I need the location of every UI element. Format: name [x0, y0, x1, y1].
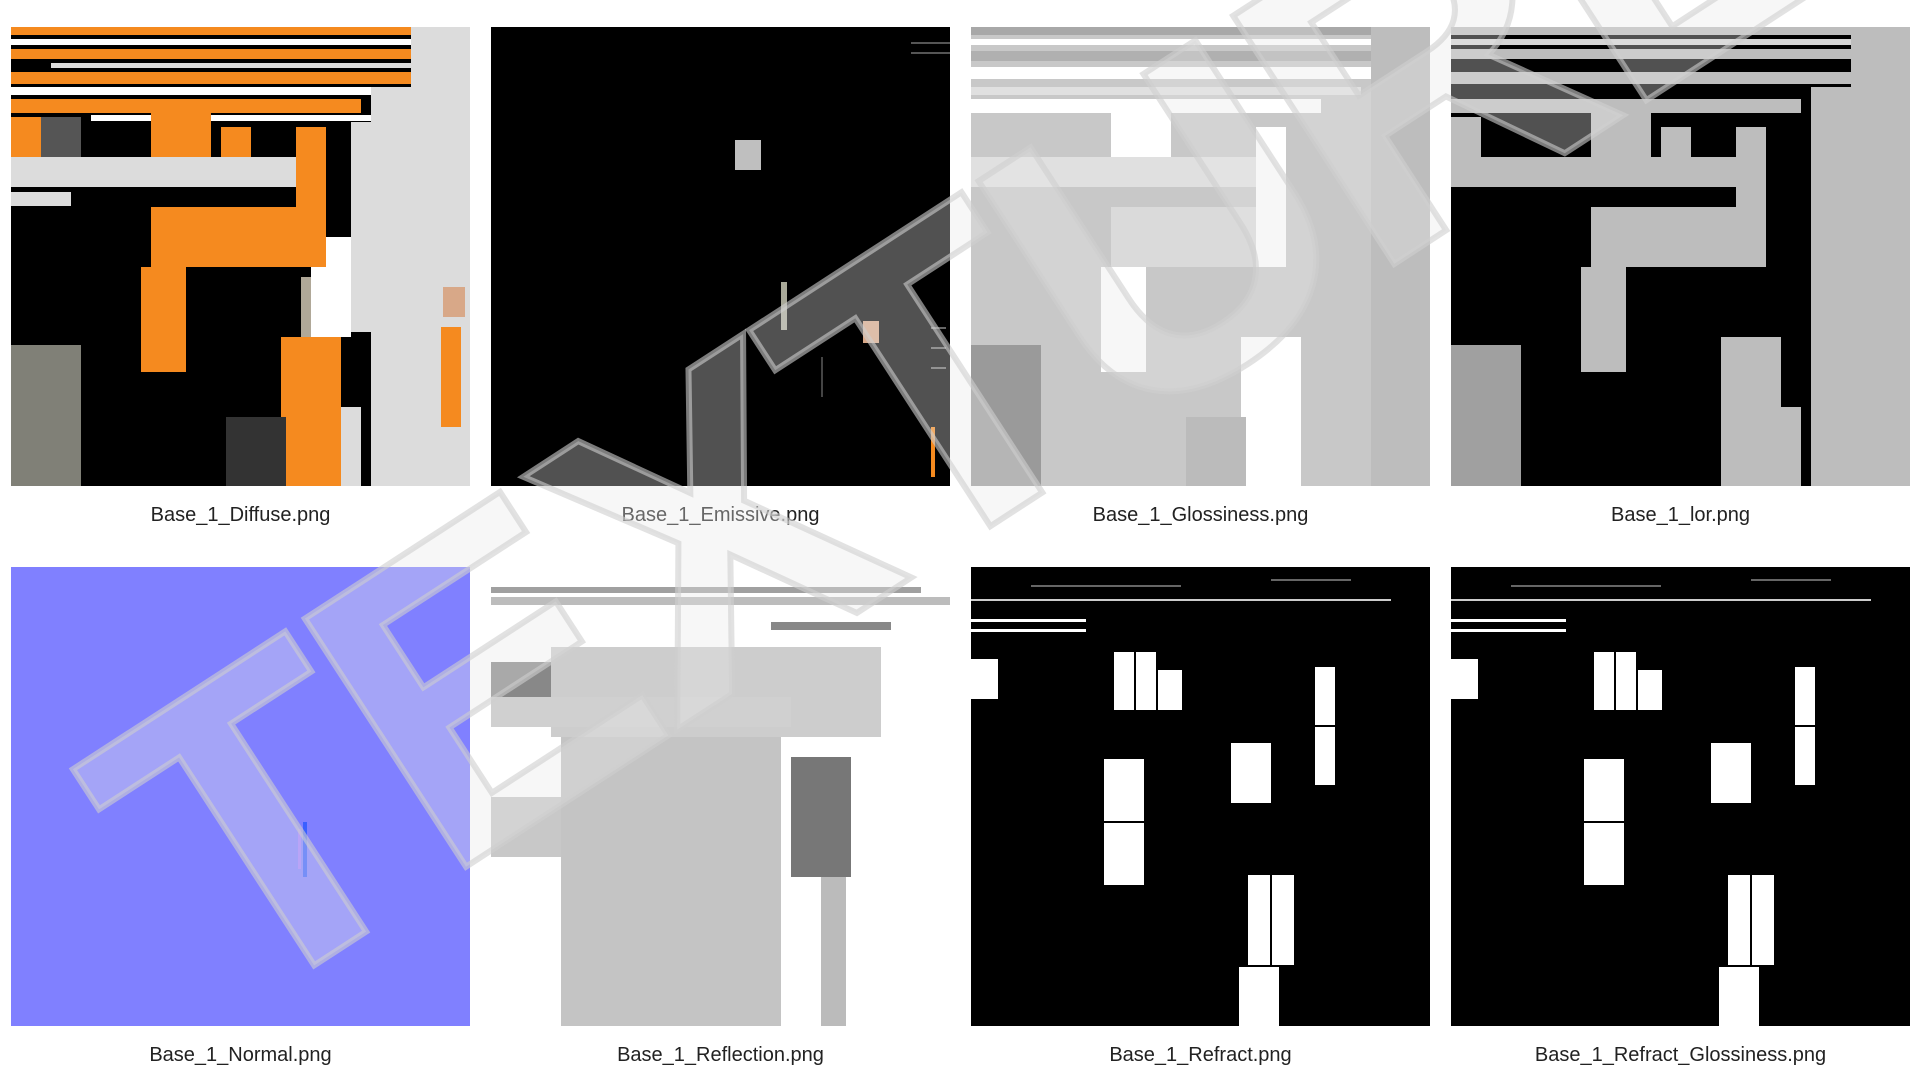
texture-filename-label: Base_1_Refract.png [1109, 1044, 1292, 1066]
texture-thumbnail-diffuse[interactable] [11, 27, 470, 486]
texture-filename-label: Base_1_Diffuse.png [150, 504, 331, 526]
refract-glossiness-texture-image [1451, 567, 1910, 1026]
texture-filename-label: Base_1_Normal.png [149, 1044, 332, 1066]
texture-thumbnail-emissive[interactable] [491, 27, 950, 486]
reflection-texture-image [491, 567, 950, 1026]
texture-filename-label: Base_1_Reflection.png [617, 1044, 824, 1066]
refract-texture-image [971, 567, 1430, 1026]
texture-filename-label: Base_1_Glossiness.png [1092, 504, 1309, 526]
texture-filename-label: Base_1_Refract_Glossiness.png [1534, 1044, 1827, 1066]
texture-thumbnail-refract[interactable] [971, 567, 1430, 1026]
texture-thumbnail-lor[interactable] [1451, 27, 1910, 486]
texture-thumbnail-glossiness[interactable] [971, 27, 1430, 486]
texture-thumbnail-refract-glossiness[interactable] [1451, 567, 1910, 1026]
glossiness-texture-image [971, 27, 1430, 486]
normal-texture-image [11, 567, 470, 1026]
texture-filename-label: Base_1_lor.png [1610, 504, 1750, 526]
texture-thumbnail-reflection[interactable] [491, 567, 950, 1026]
texture-filename-label: Base_1_Emissive.png [621, 504, 820, 526]
diffuse-texture-image [11, 27, 470, 486]
lor-texture-image [1451, 27, 1910, 486]
emissive-texture-image [491, 27, 950, 486]
texture-thumbnail-normal[interactable] [11, 567, 470, 1026]
